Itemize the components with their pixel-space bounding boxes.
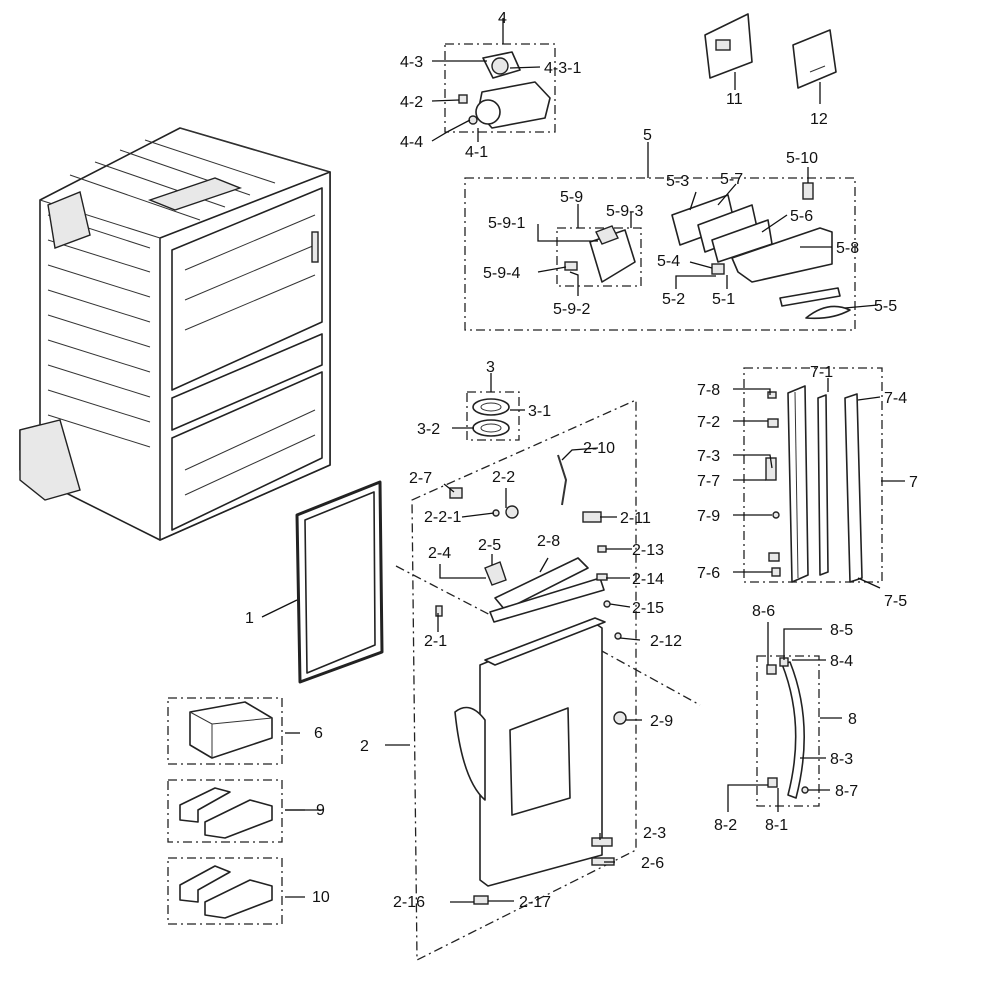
label-7-2: 7-2 <box>697 414 720 431</box>
part-labels: 1 2 2-1 2-2 2-2-1 2-3 2-4 2-5 2-6 2-7 2-… <box>245 10 918 911</box>
label-2-8: 2-8 <box>537 533 560 550</box>
label-5-8: 5-8 <box>836 240 859 257</box>
label-5-9: 5-9 <box>560 189 583 206</box>
label-4-3: 4-3 <box>400 54 423 71</box>
dispenser-group-5 <box>464 177 856 331</box>
panels-11-12 <box>704 13 837 89</box>
door-group-2 <box>395 398 701 962</box>
label-2-10: 2-10 <box>583 440 615 457</box>
label-8-1: 8-1 <box>765 817 788 834</box>
label-7-7: 7-7 <box>697 473 720 490</box>
label-1: 1 <box>245 610 254 627</box>
ice-maker-group-4 <box>444 43 556 133</box>
label-5-5: 5-5 <box>874 298 897 315</box>
label-2-1: 2-1 <box>424 633 447 650</box>
label-2-11: 2-11 <box>620 510 651 527</box>
label-9: 9 <box>316 802 325 819</box>
label-2-17: 2-17 <box>519 894 551 911</box>
label-5-9-2: 5-9-2 <box>553 301 590 318</box>
label-2-14: 2-14 <box>632 571 664 588</box>
leader-lines <box>261 18 905 903</box>
label-7-3: 7-3 <box>697 448 720 465</box>
label-11: 11 <box>726 91 743 108</box>
label-8-4: 8-4 <box>830 653 853 670</box>
label-2-9: 2-9 <box>650 713 673 730</box>
label-8-6: 8-6 <box>752 603 775 620</box>
label-5-3: 5-3 <box>666 173 689 190</box>
label-2-6: 2-6 <box>641 855 664 872</box>
label-2-5: 2-5 <box>478 537 501 554</box>
label-6: 6 <box>314 725 323 742</box>
label-8: 8 <box>848 711 857 728</box>
label-5-10: 5-10 <box>786 150 818 167</box>
label-2-7: 2-7 <box>409 470 432 487</box>
label-5-2: 5-2 <box>662 291 685 308</box>
label-8-5: 8-5 <box>830 622 853 639</box>
label-4: 4 <box>498 10 507 27</box>
bin-group-9 <box>167 779 283 843</box>
bin-group-10 <box>167 857 283 925</box>
label-4-4: 4-4 <box>400 134 423 151</box>
label-4-3-1: 4-3-1 <box>544 60 581 77</box>
handle-group-8 <box>756 655 820 807</box>
label-7-5: 7-5 <box>884 593 907 610</box>
label-3-1: 3-1 <box>528 403 551 420</box>
label-4-2: 4-2 <box>400 94 423 111</box>
refrigerator-cabinet <box>19 127 331 541</box>
label-2: 2 <box>360 738 369 755</box>
label-8-7: 8-7 <box>835 783 858 800</box>
label-7-8: 7-8 <box>697 382 720 399</box>
label-2-15: 2-15 <box>632 600 664 617</box>
label-5-9-1: 5-9-1 <box>488 215 525 232</box>
label-5-9-4: 5-9-4 <box>483 265 520 282</box>
label-7-4: 7-4 <box>884 390 907 407</box>
label-5: 5 <box>643 127 652 144</box>
label-5-4: 5-4 <box>657 253 680 270</box>
door-frame-group-7 <box>743 367 883 583</box>
label-12: 12 <box>810 111 828 128</box>
label-8-2: 8-2 <box>714 817 737 834</box>
label-4-1: 4-1 <box>465 144 488 161</box>
label-7: 7 <box>909 474 918 491</box>
label-5-6: 5-6 <box>790 208 813 225</box>
label-2-2: 2-2 <box>492 469 515 486</box>
label-10: 10 <box>312 889 330 906</box>
label-2-13: 2-13 <box>632 542 664 559</box>
label-3-2: 3-2 <box>417 421 440 438</box>
filter-group-3 <box>466 391 520 441</box>
label-5-7: 5-7 <box>720 171 743 188</box>
label-3: 3 <box>486 359 495 376</box>
label-7-9: 7-9 <box>697 508 720 525</box>
label-2-2-1: 2-2-1 <box>424 509 461 526</box>
label-2-16: 2-16 <box>393 894 425 911</box>
label-2-4: 2-4 <box>428 545 451 562</box>
label-5-1: 5-1 <box>712 291 735 308</box>
label-2-3: 2-3 <box>643 825 666 842</box>
label-8-3: 8-3 <box>830 751 853 768</box>
door-gasket <box>295 480 384 684</box>
bin-group-6 <box>167 697 283 765</box>
label-7-6: 7-6 <box>697 565 720 582</box>
label-5-9-3: 5-9-3 <box>606 203 643 220</box>
label-7-1: 7-1 <box>810 364 833 381</box>
label-2-12: 2-12 <box>650 633 682 650</box>
